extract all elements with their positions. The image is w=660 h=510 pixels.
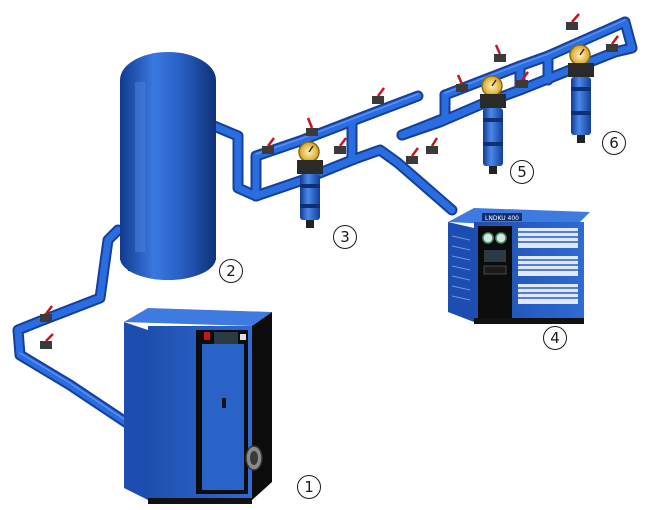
- callout-label-3: 3: [333, 225, 357, 249]
- callout-label-4: 4: [543, 326, 567, 350]
- filter-6: [568, 44, 594, 143]
- valve: [262, 137, 275, 154]
- refrigerated-dryer: LNDKU 400: [448, 208, 590, 324]
- valve: [494, 44, 506, 62]
- valve: [306, 117, 318, 136]
- valve: [40, 305, 53, 322]
- callout-label-1: 1: [297, 475, 321, 499]
- valve: [456, 74, 468, 92]
- valve: [406, 147, 419, 164]
- callout-label-6: 6: [602, 131, 626, 155]
- callout-label-2: 2: [219, 259, 243, 283]
- valve: [606, 35, 619, 52]
- callout-label-5: 5: [510, 160, 534, 184]
- valve: [40, 333, 54, 349]
- dryer-badge: LNDKU 400: [485, 215, 519, 222]
- valve: [334, 137, 347, 154]
- valves: [40, 13, 619, 349]
- valve: [566, 13, 580, 30]
- filter-5: [480, 75, 506, 174]
- air-compressor: [124, 308, 272, 504]
- valve: [516, 71, 529, 88]
- valve: [372, 87, 385, 104]
- air-receiver-tank: [120, 52, 216, 280]
- valve: [426, 137, 439, 154]
- filter-3: [297, 141, 323, 228]
